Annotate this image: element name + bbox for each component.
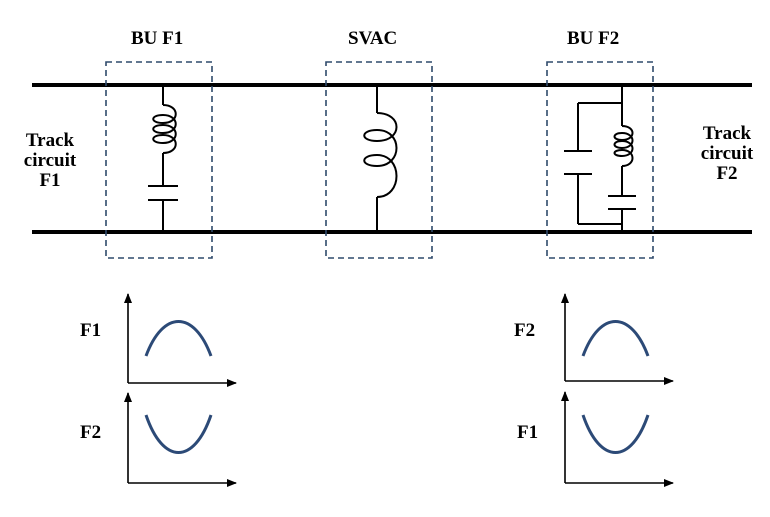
track-circuit-f1-label: Track circuit F1 (10, 131, 90, 191)
bu-f2-circuit (564, 85, 636, 232)
svac-box (325, 61, 433, 259)
wave-right-bottom (581, 414, 650, 454)
track-right-line-2: circuit (700, 143, 754, 164)
wave-left-top (144, 320, 213, 357)
graph-left-top (124, 293, 237, 387)
wave-left-bottom (144, 414, 213, 454)
bu-f1-circuit (148, 85, 178, 232)
track-left-line-2: circuit (23, 150, 77, 171)
graph-right-bottom-label: F1 (517, 422, 539, 443)
inductor-icon (613, 125, 634, 167)
graph-right-top-label: F2 (514, 320, 536, 341)
track-circuit-f2-label: Track circuit F2 (687, 124, 767, 184)
graph-left-bottom-label: F2 (80, 422, 102, 443)
inductor-icon (152, 104, 177, 154)
bu-f1-box (105, 61, 213, 259)
bu-f2-box (546, 61, 654, 259)
track-right-line-1: Track (702, 123, 752, 144)
bu-f2-label: BU F2 (567, 28, 620, 49)
wave-right-top (581, 320, 650, 357)
graph-left-bottom (124, 392, 237, 487)
bu-f1-label: BU F1 (131, 28, 184, 49)
graph-right-bottom (561, 391, 674, 487)
graph-right-top (561, 293, 674, 385)
track-left-line-3: F1 (39, 170, 61, 191)
svac-label: SVAC (348, 28, 398, 49)
track-left-line-1: Track (25, 130, 75, 151)
inductor-icon (363, 112, 398, 198)
graph-left-top-label: F1 (80, 320, 102, 341)
svac-circuit (363, 85, 398, 232)
track-right-line-3: F2 (716, 163, 738, 184)
